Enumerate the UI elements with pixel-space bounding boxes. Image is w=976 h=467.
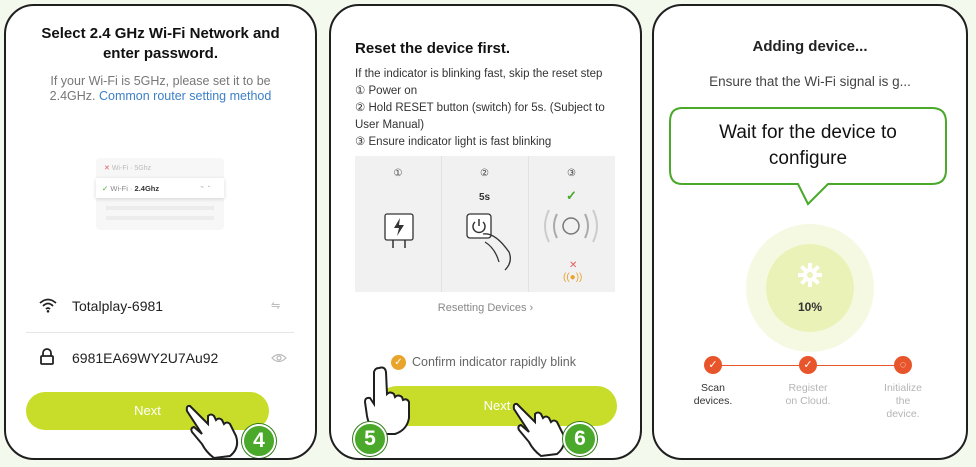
step-badge-5: 5: [353, 422, 387, 456]
step-dot-register: ✓: [799, 356, 817, 374]
check-icon: ✓: [708, 359, 718, 371]
step-label-scan: Scan devices.: [693, 382, 733, 407]
wifi-hint: If your Wi-Fi is 5GHz, please set it to …: [49, 74, 272, 103]
check-icon: ✓: [566, 188, 577, 203]
step-label-register: Register on Cloud.: [785, 382, 831, 407]
check-icon: ✓: [391, 355, 406, 370]
step-dot-initialize: ◌: [894, 356, 912, 374]
confirm-blink-checkbox[interactable]: ✓ Confirm indicator rapidly blink: [391, 354, 631, 374]
router-setting-link[interactable]: Common router setting method: [99, 89, 272, 103]
lock-icon: [40, 348, 54, 365]
wifi-band-illustration: ✕ Wi-Fi · 5Ghz ✓ Wi-Fi · 2.4Ghz ⌁ ◔: [96, 158, 224, 230]
wifi-signal-hint: Ensure that the Wi-Fi signal is g...: [709, 74, 911, 89]
switch-network-icon[interactable]: ⇋: [271, 300, 281, 312]
step-badge-4: 4: [242, 424, 276, 458]
password-input[interactable]: 6981EA69WY2U7Au92: [72, 350, 219, 366]
password-row[interactable]: 6981EA69WY2U7Au92: [26, 344, 296, 374]
reset-instructions: If the indicator is blinking fast, skip …: [355, 68, 605, 148]
blinking-indicator-icon: [544, 209, 598, 243]
check-icon: ✓: [102, 184, 109, 193]
step-dot-scan: ✓: [704, 356, 722, 374]
step-badge-6: 6: [563, 422, 597, 456]
wifi-name-row[interactable]: Totalplay-6981 ⇋: [26, 292, 296, 322]
check-icon: ✓: [803, 359, 813, 371]
callout-bubble: Wait for the device to configure: [668, 106, 948, 206]
page-title: Select 2.4 GHz Wi-Fi Network and enter p…: [41, 25, 280, 62]
next-button[interactable]: Next: [377, 386, 617, 426]
phone-screen-wifi-select: Select 2.4 GHz Wi-Fi Network and enter p…: [4, 4, 317, 460]
page-title: Adding device...: [752, 38, 868, 55]
slow-blink-icon: ((●)): [563, 272, 583, 283]
power-plug-icon: [384, 213, 414, 248]
spinner-icon: ◌: [899, 359, 907, 371]
reset-illustration: ① ② ③ 5s ✓ ✕ ((●)): [355, 156, 615, 292]
eye-icon[interactable]: [271, 353, 287, 363]
step-label-initialize: Initialize the device.: [884, 382, 922, 420]
progress-percent: 10%: [797, 300, 823, 314]
page-title: Reset the device first.: [355, 40, 511, 57]
phone-screen-reset-device: Reset the device first. If the indicator…: [329, 4, 642, 460]
gear-icon: [798, 263, 822, 287]
progress-circle: 10%: [766, 244, 854, 332]
cross-icon: ✕: [569, 260, 578, 271]
wifi-icon: ⌁ ◔: [200, 184, 211, 191]
next-button[interactable]: Next: [26, 392, 269, 430]
phone-screen-adding-device: Adding device... Ensure that the Wi-Fi s…: [652, 4, 968, 460]
reset-button-press-icon: [466, 213, 511, 271]
pointing-hand-icon: [185, 404, 239, 458]
wifi-name-value: Totalplay-6981: [72, 298, 164, 314]
divider: [26, 332, 294, 333]
cross-icon: ✕: [104, 165, 110, 172]
wifi-icon: [39, 298, 57, 313]
pointing-hand-icon: [363, 366, 410, 435]
resetting-devices-link[interactable]: Resetting Devices ›: [437, 302, 534, 314]
